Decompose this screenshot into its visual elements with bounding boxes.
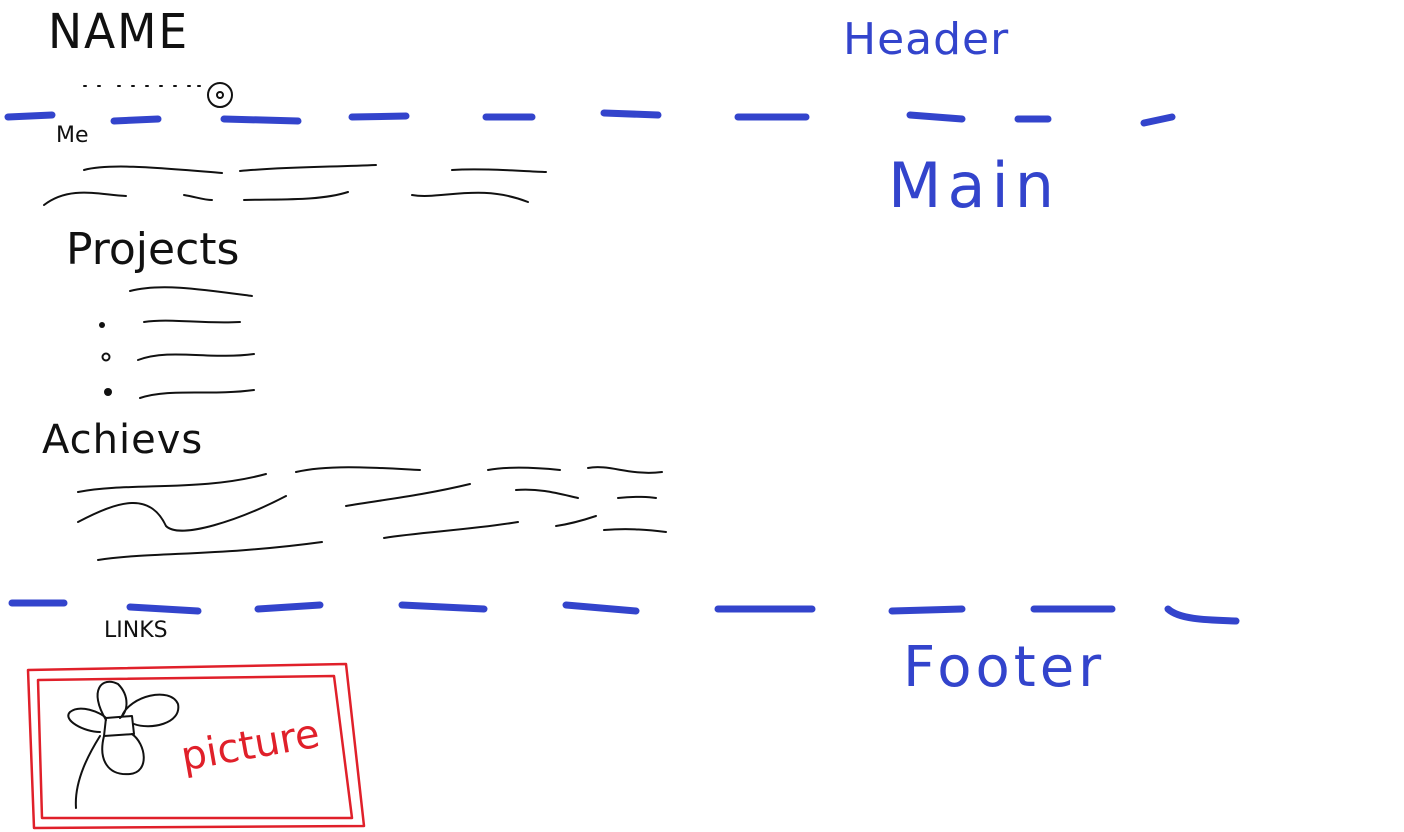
about-heading: Me: [56, 123, 89, 148]
bullet-dot-icon: [104, 388, 112, 396]
list-item: [101, 352, 255, 362]
site-name: NAME: [48, 4, 190, 60]
project-list: [99, 319, 255, 399]
header-section-annotation: Header: [843, 14, 1010, 65]
picture-frame: [26, 662, 366, 830]
about-text-scribble: [43, 164, 547, 206]
list-item: [99, 319, 241, 328]
flower-icon: [67, 680, 180, 809]
links-heading: LINKS: [104, 618, 168, 643]
footer-section-annotation: Footer: [903, 635, 1106, 700]
achievements-text-scribble: [77, 466, 667, 561]
achievements-heading: Achievs: [42, 417, 204, 463]
bullet-dot-icon: [101, 352, 111, 362]
bullet-dot-icon: [99, 322, 105, 328]
list-item: [104, 388, 255, 399]
header-divider: [4, 109, 1176, 127]
projects-heading-underline: [129, 286, 253, 297]
footer-divider: [8, 599, 1240, 625]
main-section-annotation: Main: [888, 149, 1061, 222]
projects-heading: Projects: [66, 224, 240, 275]
circle-icon: [207, 82, 233, 108]
